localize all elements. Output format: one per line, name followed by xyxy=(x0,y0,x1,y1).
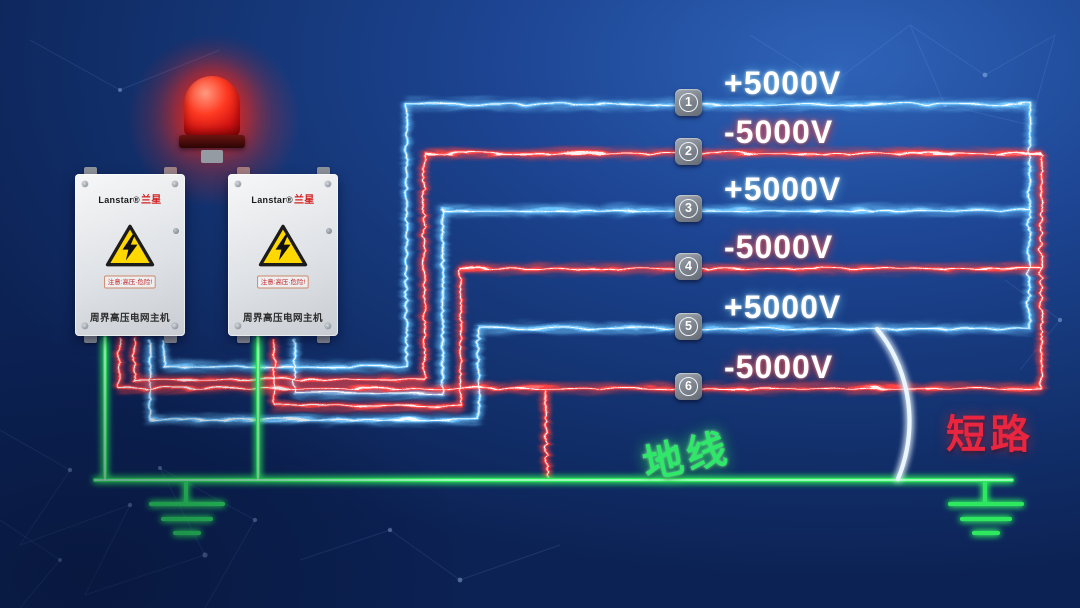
screw xyxy=(325,323,331,329)
screw xyxy=(172,181,178,187)
wire-number: 4 xyxy=(685,259,692,274)
alarm-dome xyxy=(184,76,240,138)
indicator-dot xyxy=(173,228,179,234)
screw xyxy=(82,181,88,187)
screw xyxy=(235,323,241,329)
device-label: 周界高压电网主机 xyxy=(242,313,323,324)
warning-text: 注意:高压·危险! xyxy=(257,275,309,289)
mount-tab xyxy=(84,167,97,178)
screw xyxy=(325,181,331,187)
earth-symbol-right xyxy=(947,477,1025,536)
mount-tab xyxy=(317,332,330,343)
control-box-2: Lanstar®兰星 注意:高压·危险! 周界高压电网主机 xyxy=(228,174,338,336)
wire-2-voltage-label: -5000V xyxy=(724,114,834,150)
alarm-beacon xyxy=(124,30,304,210)
alarm-base xyxy=(179,135,245,148)
alarm-mount-bracket xyxy=(201,150,223,163)
wire-number: 6 xyxy=(685,379,692,394)
wire-2-number-badge: 2 xyxy=(675,138,702,165)
ground-circuit xyxy=(92,335,1025,536)
mount-tab xyxy=(164,332,177,343)
wire-number: 3 xyxy=(685,201,692,216)
warning-text: 注意:高压·危险! xyxy=(104,275,156,289)
wire-4-voltage-label: -5000V xyxy=(724,229,834,265)
ground-wire-highlight xyxy=(94,337,1013,481)
earth-symbol-left xyxy=(148,477,226,536)
brand-name: Lanstar® xyxy=(251,195,293,205)
control-box-1: Lanstar®兰星 注意:高压·危险! 周界高压电网主机 xyxy=(75,174,185,336)
wire-6-voltage-label: -5000V xyxy=(724,349,834,385)
indicator-dot xyxy=(326,228,332,234)
mount-tab xyxy=(84,332,97,343)
wire-5-number-badge: 5 xyxy=(675,313,702,340)
high-voltage-warning-icon xyxy=(258,224,308,267)
brand-label: Lanstar®兰星 xyxy=(75,191,185,206)
screw xyxy=(235,181,241,187)
wire-5-voltage-label: +5000V xyxy=(724,289,842,325)
wire-3-number-badge: 3 xyxy=(675,195,702,222)
wire-6-number-badge: 6 xyxy=(675,373,702,400)
short-circuit-label: 短路 xyxy=(946,413,1034,457)
wire-number: 2 xyxy=(685,144,692,159)
brand-name: Lanstar® xyxy=(98,195,140,205)
wire-1-voltage-label: +5000V xyxy=(724,65,842,101)
wire-4-number-badge: 4 xyxy=(675,253,702,280)
mount-tab xyxy=(237,332,250,343)
brand-name-cn: 兰星 xyxy=(293,195,315,206)
device-label: 周界高压电网主机 xyxy=(89,313,170,324)
wire-3-voltage-label: +5000V xyxy=(724,171,842,207)
screw xyxy=(82,323,88,329)
wire-number: 5 xyxy=(685,319,692,334)
wire-arc-highlights xyxy=(117,102,1041,479)
short-circuit-arc xyxy=(874,326,912,482)
wire-1-number-badge: 1 xyxy=(675,89,702,116)
mount-tab xyxy=(317,167,330,178)
high-voltage-warning-icon xyxy=(105,224,155,267)
wire-4-negative xyxy=(271,265,1042,407)
wire-number: 1 xyxy=(685,95,692,110)
brand-name-cn: 兰星 xyxy=(140,195,162,206)
screw xyxy=(172,323,178,329)
brand-label: Lanstar®兰星 xyxy=(228,191,338,206)
